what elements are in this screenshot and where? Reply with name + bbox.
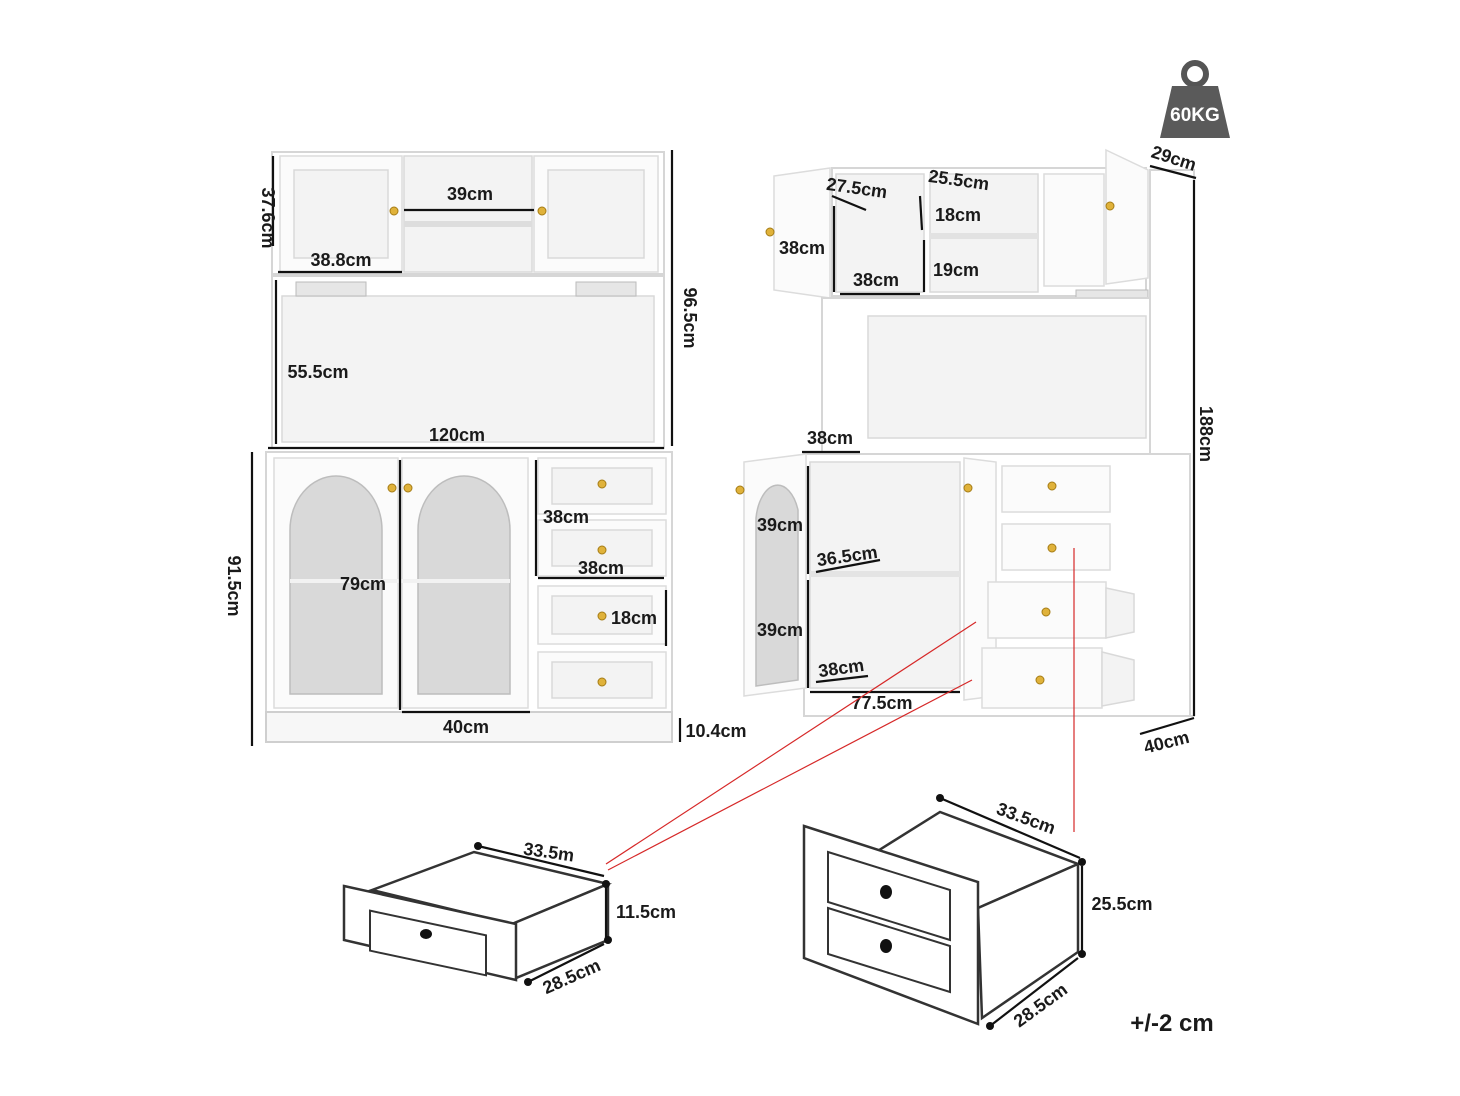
dim-total-height: 188cm xyxy=(1196,406,1216,462)
dim-upper-shelf-bottom: 19cm xyxy=(933,260,979,280)
weight-badge: 60KG xyxy=(1160,60,1230,138)
dim-drawer-width: 38cm xyxy=(578,558,624,578)
front-view: 37.6cm 39cm 38.8cm 55.5cm 120cm 96.5cm 9… xyxy=(224,150,747,746)
dim-upper-door-depth: 38cm xyxy=(853,270,899,290)
dim-upper-shelf-top: 18cm xyxy=(935,205,981,225)
weight-icon xyxy=(1160,86,1230,138)
dim-upper-door-height: 38cm xyxy=(779,238,825,258)
knob xyxy=(597,479,607,489)
knob xyxy=(597,677,607,687)
dim-plinth-height: 10.4cm xyxy=(685,721,746,741)
dim-small-drawer-width: 33.5m xyxy=(522,839,575,866)
plinth xyxy=(265,711,673,743)
knob xyxy=(387,483,397,493)
upper-open-shelf xyxy=(403,155,533,273)
dim-base-height: 91.5cm xyxy=(224,555,244,616)
tolerance-note: +/-2 cm xyxy=(1130,1010,1213,1037)
dim-base-shelf-bottom: 39cm xyxy=(757,620,803,640)
dim-drawer-stack-height: 38cm xyxy=(543,507,589,527)
dim-base-shelf-top: 39cm xyxy=(757,515,803,535)
glass-rack-right xyxy=(575,281,637,297)
dim-large-drawer-width: 33.5cm xyxy=(994,799,1058,839)
side-upper-left-door xyxy=(773,167,831,299)
large-drawer-knob-top xyxy=(880,885,892,899)
large-drawer-knob-bottom xyxy=(880,939,892,953)
small-drawer-detail: 33.5m 11.5cm 28.5cm xyxy=(342,839,676,998)
knob xyxy=(403,483,413,493)
small-drawer-knob xyxy=(420,929,432,939)
side-view: 60KG xyxy=(735,60,1230,757)
dim-door-width: 38.8cm xyxy=(310,250,371,270)
side-upper-right-door xyxy=(1105,148,1149,285)
weight-label: 60KG xyxy=(1170,105,1220,126)
dim-base-door-width: 38cm xyxy=(807,428,853,448)
knob xyxy=(597,611,607,621)
dim-upper-height: 96.5cm xyxy=(680,287,700,348)
knob xyxy=(597,545,607,555)
dim-glass-door-height: 79cm xyxy=(340,574,386,594)
dim-base-total-width: 77.5cm xyxy=(851,693,912,713)
dim-large-drawer-height: 25.5cm xyxy=(1091,894,1152,914)
knob xyxy=(389,206,399,216)
callout-lines xyxy=(605,548,1075,871)
dim-small-drawer-height: 11.5cm xyxy=(616,902,676,922)
large-drawer-detail: 33.5cm 25.5cm 28.5cm xyxy=(802,794,1153,1031)
dim-drawer-height: 18cm xyxy=(611,608,657,628)
dim-total-width: 120cm xyxy=(429,425,485,445)
dim-top-cabinet-height: 37.6cm xyxy=(258,187,278,248)
glass-rack-left xyxy=(295,281,367,297)
knob xyxy=(537,206,547,216)
dim-open-shelf-width: 39cm xyxy=(447,184,493,204)
dim-glass-door-width: 40cm xyxy=(443,717,489,737)
side-drawer-1 xyxy=(1001,465,1111,513)
dim-hutch-height: 55.5cm xyxy=(287,362,348,382)
